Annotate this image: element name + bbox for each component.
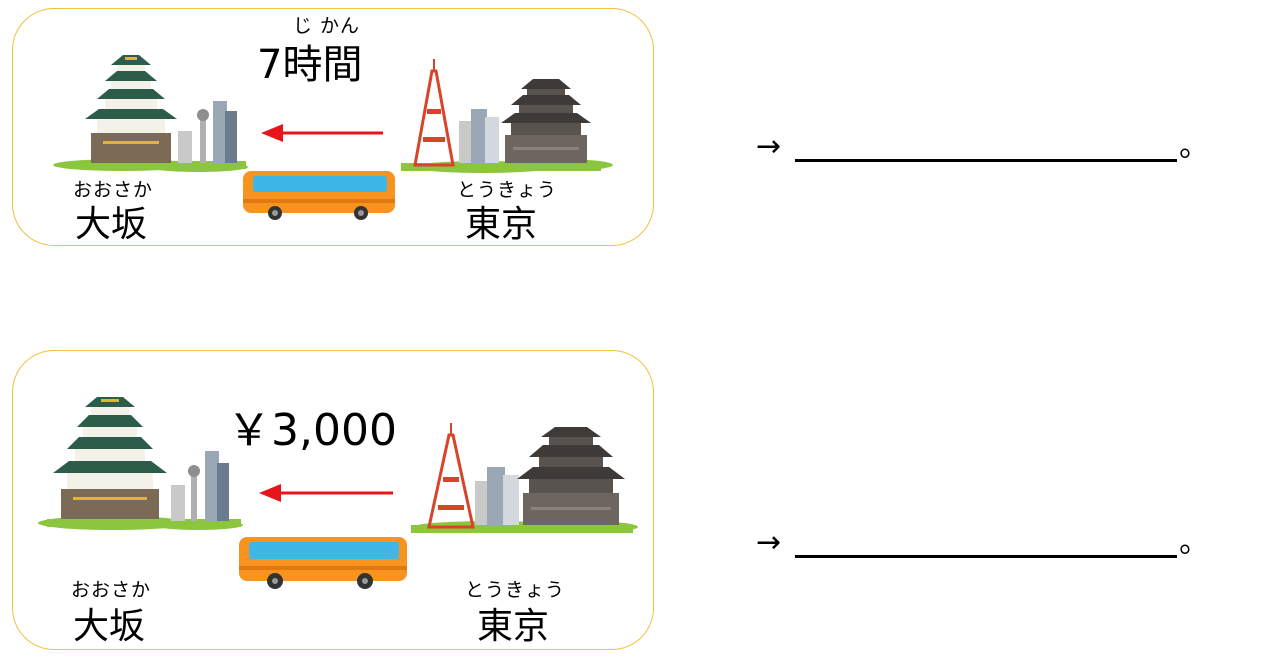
tokyo-label: 東京 <box>465 204 538 245</box>
direction-arrow-icon <box>261 124 383 142</box>
answer-period: 。 <box>1179 129 1210 164</box>
tokyo-label: 東京 <box>477 606 550 647</box>
tokyo-skyline-icon <box>401 59 613 173</box>
answer-blank[interactable] <box>795 137 1178 162</box>
osaka-label: 大坂 <box>73 606 146 647</box>
bus-icon <box>243 171 395 220</box>
time-reading: じ かん <box>293 15 361 37</box>
osaka-skyline-icon <box>53 55 248 172</box>
answer-period: 。 <box>1179 525 1210 560</box>
travel-time: 7時間 <box>257 42 363 88</box>
osaka-reading: おおさか <box>73 179 154 201</box>
osaka-skyline-icon <box>38 397 243 530</box>
tokyo-reading: とうきょう <box>457 179 558 201</box>
answer-arrow: → <box>756 129 782 164</box>
answer-arrow: → <box>756 525 782 560</box>
osaka-reading: おおさか <box>71 579 152 601</box>
panel-travel-time: じ かん 7時間 おおさか 大坂 とうきょう 東京 <box>12 8 654 246</box>
bus-icon <box>239 537 407 589</box>
tokyo-reading: とうきょう <box>465 579 566 601</box>
panel-travel-cost: ￥3,000 おおさか 大坂 とうきょう 東京 <box>12 350 654 650</box>
answer-blank[interactable] <box>795 533 1178 558</box>
panel-illustration <box>38 397 638 589</box>
answer-line-1: →。 <box>756 132 1209 162</box>
tokyo-skyline-icon <box>411 423 638 533</box>
direction-arrow-icon <box>259 484 393 502</box>
panel-illustration <box>53 55 613 220</box>
travel-cost: ￥3,000 <box>227 405 397 456</box>
answer-line-2: →。 <box>756 528 1209 558</box>
osaka-label: 大坂 <box>75 204 148 245</box>
